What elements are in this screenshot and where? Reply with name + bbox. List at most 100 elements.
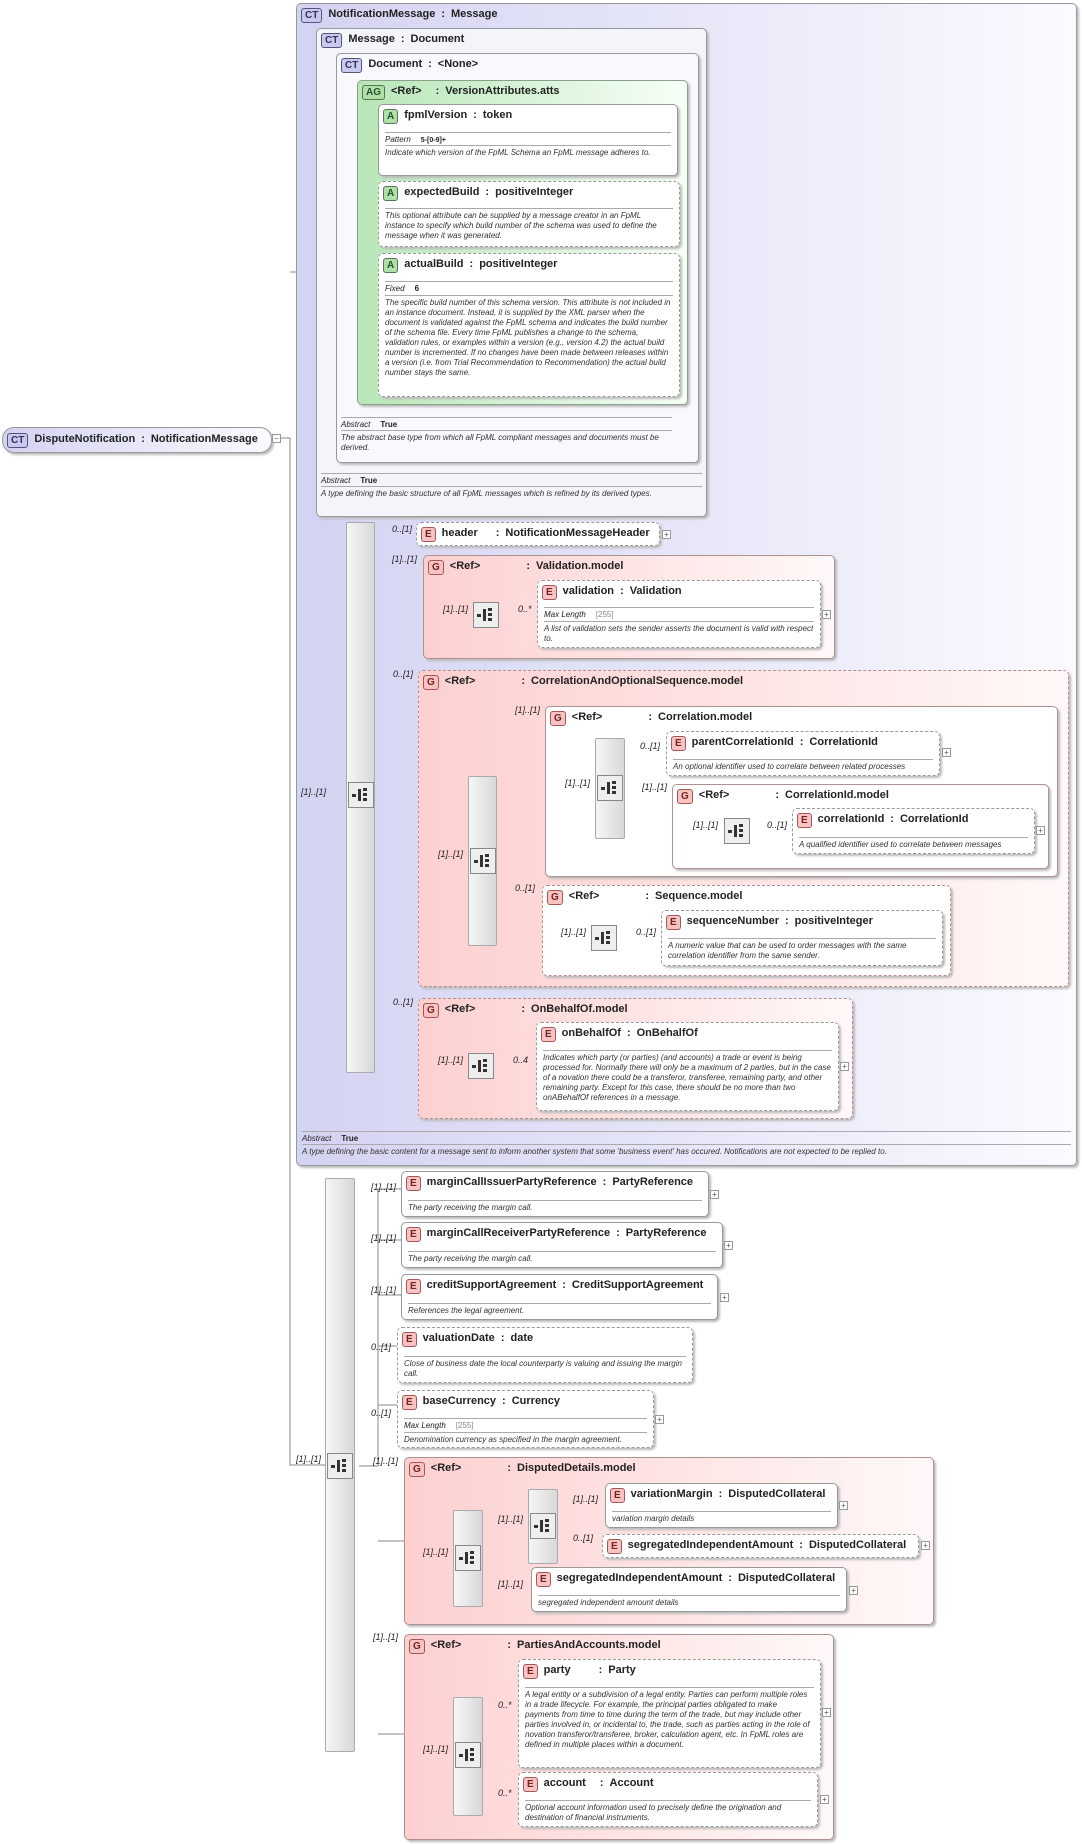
cardinality: 0..[1] [515,883,536,893]
element-valuation-date[interactable]: E valuationDate: date Close of business … [397,1327,693,1383]
expand-toggle[interactable]: + [820,1795,829,1804]
element-account[interactable]: E account: Account Optional account info… [518,1772,818,1827]
sequence-icon[interactable] [468,1053,494,1079]
element-type: PartyReference [625,1227,707,1239]
max-length-facet: Max Length[255] [544,607,814,619]
complex-type-icon: CT [321,33,343,48]
root-complex-type[interactable]: CT DisputeNotification: NotificationMess… [2,427,272,453]
element-icon: E [406,1176,421,1191]
group-icon: G [409,1639,425,1654]
cardinality: 0..[1] [371,1408,392,1418]
sequence-icon [597,775,623,801]
element-segregated-independent-amount[interactable]: E segregatedIndependentAmount: DisputedC… [531,1567,847,1612]
element-documentation: A legal entity or a subdivision of a leg… [525,1687,814,1750]
group-icon: G [677,789,693,804]
cardinality: [1]..[1] [438,849,464,859]
expand-toggle[interactable]: + [921,1541,930,1550]
element-variation-margin[interactable]: E variationMargin: DisputedCollateral va… [605,1483,838,1528]
expand-toggle[interactable]: + [849,1586,858,1595]
element-icon: E [536,1572,551,1587]
element-segregated-independent-amount-optional[interactable]: E segregatedIndependentAmount: DisputedC… [602,1534,919,1558]
element-header[interactable]: E header: NotificationMessageHeader [416,522,660,546]
sequence-compositor[interactable] [468,776,497,946]
sequence-icon [327,1453,353,1479]
element-sequence-number[interactable]: E sequenceNumber: positiveInteger A nume… [661,910,943,966]
element-icon: E [523,1777,538,1792]
element-name: creditSupportAgreement [426,1279,557,1291]
group-name: OnBehalfOf.model [531,1003,628,1015]
element-documentation: A qualified identifier used to correlate… [799,837,1028,850]
collapse-toggle[interactable]: − [272,434,281,443]
element-icon: E [541,1027,556,1042]
element-name: parentCorrelationId [691,736,794,748]
element-parent-correlation-id[interactable]: E parentCorrelationId: CorrelationId An … [666,731,940,776]
element-icon: E [607,1539,622,1554]
element-base-currency[interactable]: E baseCurrency: Currency Max Length[255]… [397,1390,654,1448]
sequence-icon [530,1513,556,1539]
element-margin-call-issuer[interactable]: E marginCallIssuerPartyReference: PartyR… [401,1171,709,1217]
element-on-behalf-of[interactable]: E onBehalfOf: OnBehalfOf Indicates which… [536,1022,839,1111]
cardinality: [1]..[1] [498,1514,524,1524]
expand-toggle[interactable]: + [1036,826,1045,835]
cardinality: 0..[1] [573,1533,594,1543]
cardinality: [1]..[1] [296,1454,322,1464]
element-type: PartyReference [612,1176,694,1188]
element-type: Party [608,1664,636,1676]
expand-toggle[interactable]: + [724,1241,733,1250]
element-correlation-id[interactable]: E correlationId: CorrelationId A qualifi… [792,808,1035,854]
cardinality: 0..[1] [636,927,657,937]
type-name: NotificationMessage [328,8,436,20]
cardinality: [1]..[1] [565,778,591,788]
attribute-group-icon: AG [362,85,385,100]
element-margin-call-receiver[interactable]: E marginCallReceiverPartyReference: Part… [401,1222,723,1268]
element-documentation: Indicates which party (or parties) (and … [543,1050,832,1103]
sequence-icon [455,1742,481,1768]
sequence-compositor[interactable] [453,1510,483,1607]
expand-toggle[interactable]: + [942,748,951,757]
sequence-compositor[interactable] [595,738,625,839]
sequence-compositor[interactable] [528,1489,558,1564]
expand-toggle[interactable]: + [822,610,831,619]
cardinality: 0..[1] [393,669,414,679]
expand-toggle[interactable]: + [839,1501,848,1510]
sequence-icon[interactable] [473,602,499,628]
expand-toggle[interactable]: + [840,1062,849,1071]
cardinality: [1]..[1] [515,705,541,715]
sequence-icon[interactable] [724,818,750,844]
element-type: Validation [629,585,682,597]
complex-type-icon: CT [7,433,29,448]
group-icon: G [550,711,566,726]
sequence-compositor[interactable] [346,522,375,1073]
element-documentation: References the legal agreement. [408,1303,711,1316]
element-name: onBehalfOf [561,1027,621,1039]
group-name: CorrelationAndOptionalSequence.model [531,675,744,687]
expand-toggle[interactable]: + [720,1293,729,1302]
cardinality: [1]..[1] [498,1579,524,1589]
element-documentation: Denomination currency as specified in th… [404,1432,647,1445]
group-name: Correlation.model [658,711,753,723]
sequence-compositor[interactable] [453,1697,483,1816]
sequence-icon[interactable] [591,925,617,951]
attribute-expectedbuild[interactable]: A expectedBuild: positiveInteger This op… [378,181,680,247]
element-validation[interactable]: E validation: Validation Max Length[255]… [537,580,821,648]
cardinality: [1]..[1] [423,1547,449,1557]
expand-toggle[interactable]: + [822,1708,831,1717]
element-documentation: variation margin details [612,1511,831,1524]
element-icon: E [542,585,557,600]
cardinality: [1]..[1] [371,1285,397,1295]
expand-toggle[interactable]: + [662,530,671,539]
cardinality: 0..[1] [393,997,414,1007]
attribute-documentation: Indicate which version of the FpML Schem… [385,145,671,158]
element-party[interactable]: E party: Party A legal entity or a subdi… [518,1659,821,1768]
expand-toggle[interactable]: + [655,1415,664,1424]
type-name: Message [348,33,395,45]
type-documentation: A type defining the basic structure of a… [321,486,702,499]
base-type: Document [410,33,465,45]
expand-toggle[interactable]: + [710,1190,719,1199]
element-credit-support-agreement[interactable]: E creditSupportAgreement: CreditSupportA… [401,1274,718,1320]
root-sequence-compositor[interactable] [325,1178,355,1752]
element-documentation: A list of validation sets the sender ass… [544,621,814,644]
